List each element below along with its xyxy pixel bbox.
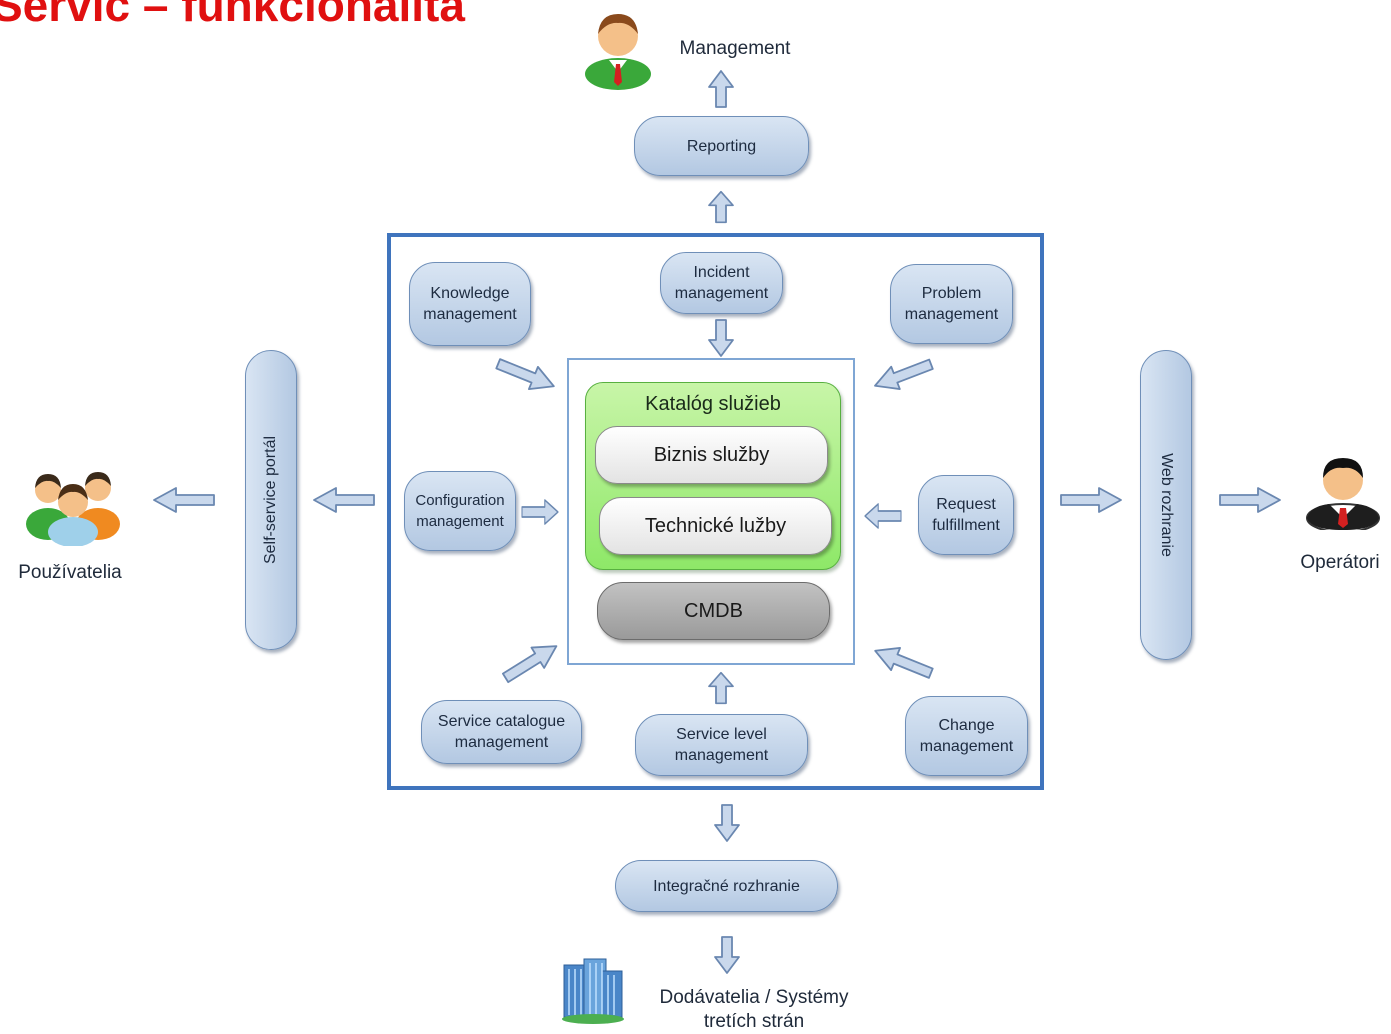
- business-services-label: Biznis služby: [653, 443, 770, 466]
- service-catalogue-label-1: Service catalogue: [437, 713, 566, 730]
- knowledge-label-2: management: [423, 306, 517, 323]
- suppliers-label: Dodávatelia / Systémy tretích strán: [640, 986, 868, 1034]
- arrow-to-suppliers: [714, 936, 740, 974]
- arrow-to-users: [153, 487, 215, 513]
- service-catalogue-management-node: Service catalogue management: [421, 700, 582, 764]
- arrow-to-management: [708, 70, 734, 108]
- integration-interface-node: Integračné rozhranie: [615, 860, 838, 912]
- configuration-label-1: Configuration: [415, 492, 505, 509]
- change-management-node: Change management: [905, 696, 1028, 776]
- cmdb-label: CMDB: [684, 599, 743, 622]
- arrow-to-web-interface: [1060, 487, 1122, 513]
- manager-icon: [585, 14, 651, 90]
- problem-management-node: Problem management: [890, 264, 1013, 344]
- business-services-pill: Biznis služby: [595, 426, 828, 484]
- incident-management-node: Incident management: [660, 252, 783, 314]
- problem-label-1: Problem: [921, 285, 982, 302]
- web-interface-node: Web rozhranie: [1140, 350, 1192, 660]
- service-level-management-node: Service level management: [635, 714, 808, 776]
- cmdb-node: CMDB: [597, 582, 830, 640]
- technical-services-pill: Technické lužby: [599, 497, 832, 555]
- buildings-icon: [562, 958, 624, 1024]
- arrow-to-self-service: [313, 487, 375, 513]
- configuration-management-node: Configuration management: [404, 471, 516, 551]
- service-level-label-2: management: [674, 747, 769, 764]
- self-service-portal-label: Self-service portál: [262, 435, 279, 565]
- request-fulfillment-node: Request fulfillment: [918, 475, 1014, 555]
- technical-services-label: Technické lužby: [644, 514, 787, 537]
- service-catalogue-label-2: management: [454, 734, 549, 751]
- reporting-node: Reporting: [634, 116, 809, 176]
- change-label-2: management: [919, 738, 1014, 755]
- knowledge-label-1: Knowledge: [430, 285, 510, 302]
- arrow-to-integration: [714, 804, 740, 842]
- request-label-2: fulfillment: [932, 517, 1000, 534]
- arrow-to-operators: [1219, 487, 1281, 513]
- service-level-label-1: Service level: [676, 726, 767, 743]
- operator-icon: [1306, 458, 1380, 530]
- system-boundary: [387, 233, 1044, 790]
- suppliers-label-1: Dodávatelia / Systémy: [659, 987, 849, 1008]
- incident-label-1: Incident: [693, 264, 750, 281]
- reporting-label: Reporting: [686, 137, 757, 155]
- users-group-icon: [26, 472, 120, 546]
- arrow-to-reporting: [708, 190, 734, 224]
- operators-label: Operátori: [1300, 552, 1380, 573]
- management-label: Management: [679, 38, 791, 59]
- incident-label-2: management: [674, 285, 769, 302]
- integration-interface-label: Integračné rozhranie: [653, 877, 800, 895]
- configuration-label-2: management: [416, 513, 504, 530]
- service-catalog-title: Katalóg služieb: [645, 393, 781, 415]
- request-label-1: Request: [936, 496, 996, 513]
- web-interface-label: Web rozhranie: [1158, 453, 1175, 557]
- page-title: Servic – funkcionalita: [0, 0, 465, 31]
- problem-label-2: management: [904, 306, 999, 323]
- users-label: Používatelia: [18, 562, 122, 583]
- self-service-portal-node: Self-service portál: [245, 350, 297, 650]
- knowledge-management-node: Knowledge management: [409, 262, 531, 346]
- suppliers-label-2: tretích strán: [703, 1011, 805, 1032]
- change-label-1: Change: [938, 717, 995, 734]
